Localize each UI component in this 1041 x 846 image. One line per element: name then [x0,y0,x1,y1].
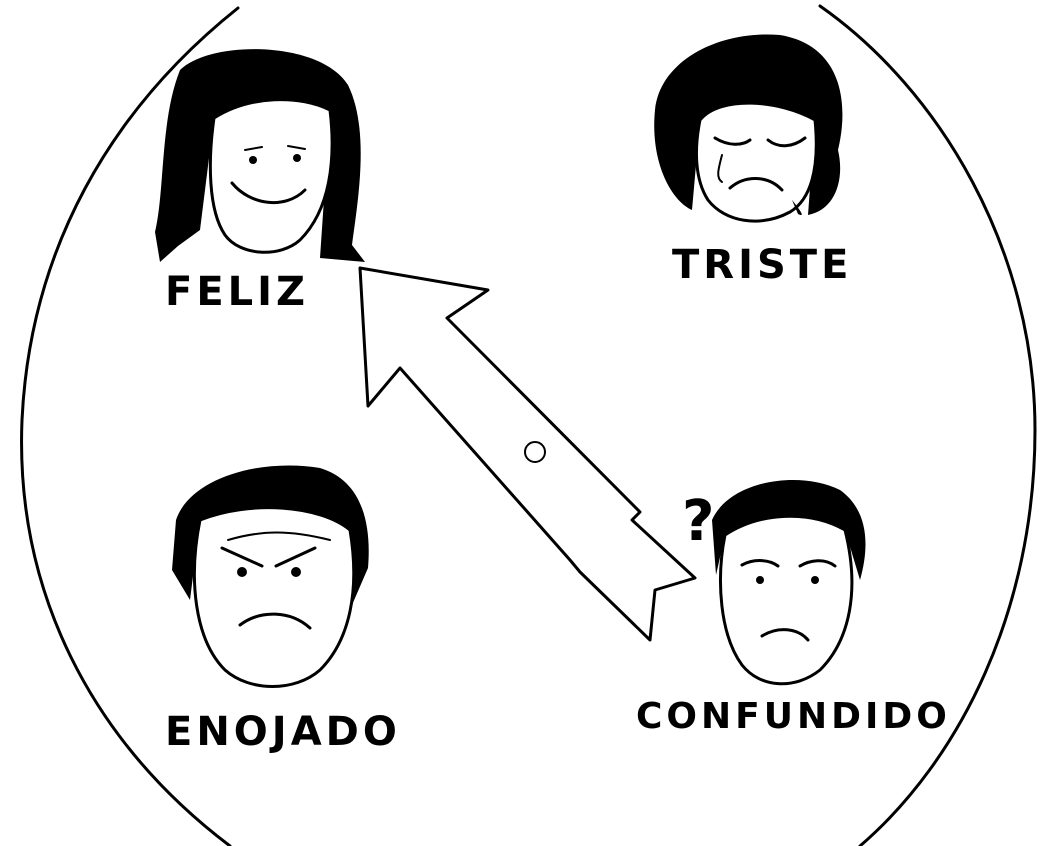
label-confundido: CONFUNDIDO [636,696,951,737]
pointer-pivot-hole [524,441,546,463]
label-feliz: FELIZ [165,269,309,315]
dial-circle-outline [20,4,1037,846]
face-confused: ? CONFUNDIDO [636,480,951,737]
question-mark: ? [682,489,718,554]
label-enojado: ENOJADO [165,709,401,755]
face-happy: FELIZ [155,49,365,315]
pointer-arrow [358,266,697,642]
face-sad: TRISTE [654,34,852,288]
label-triste: TRISTE [672,242,852,288]
face-angry: ENOJADO [165,465,401,755]
